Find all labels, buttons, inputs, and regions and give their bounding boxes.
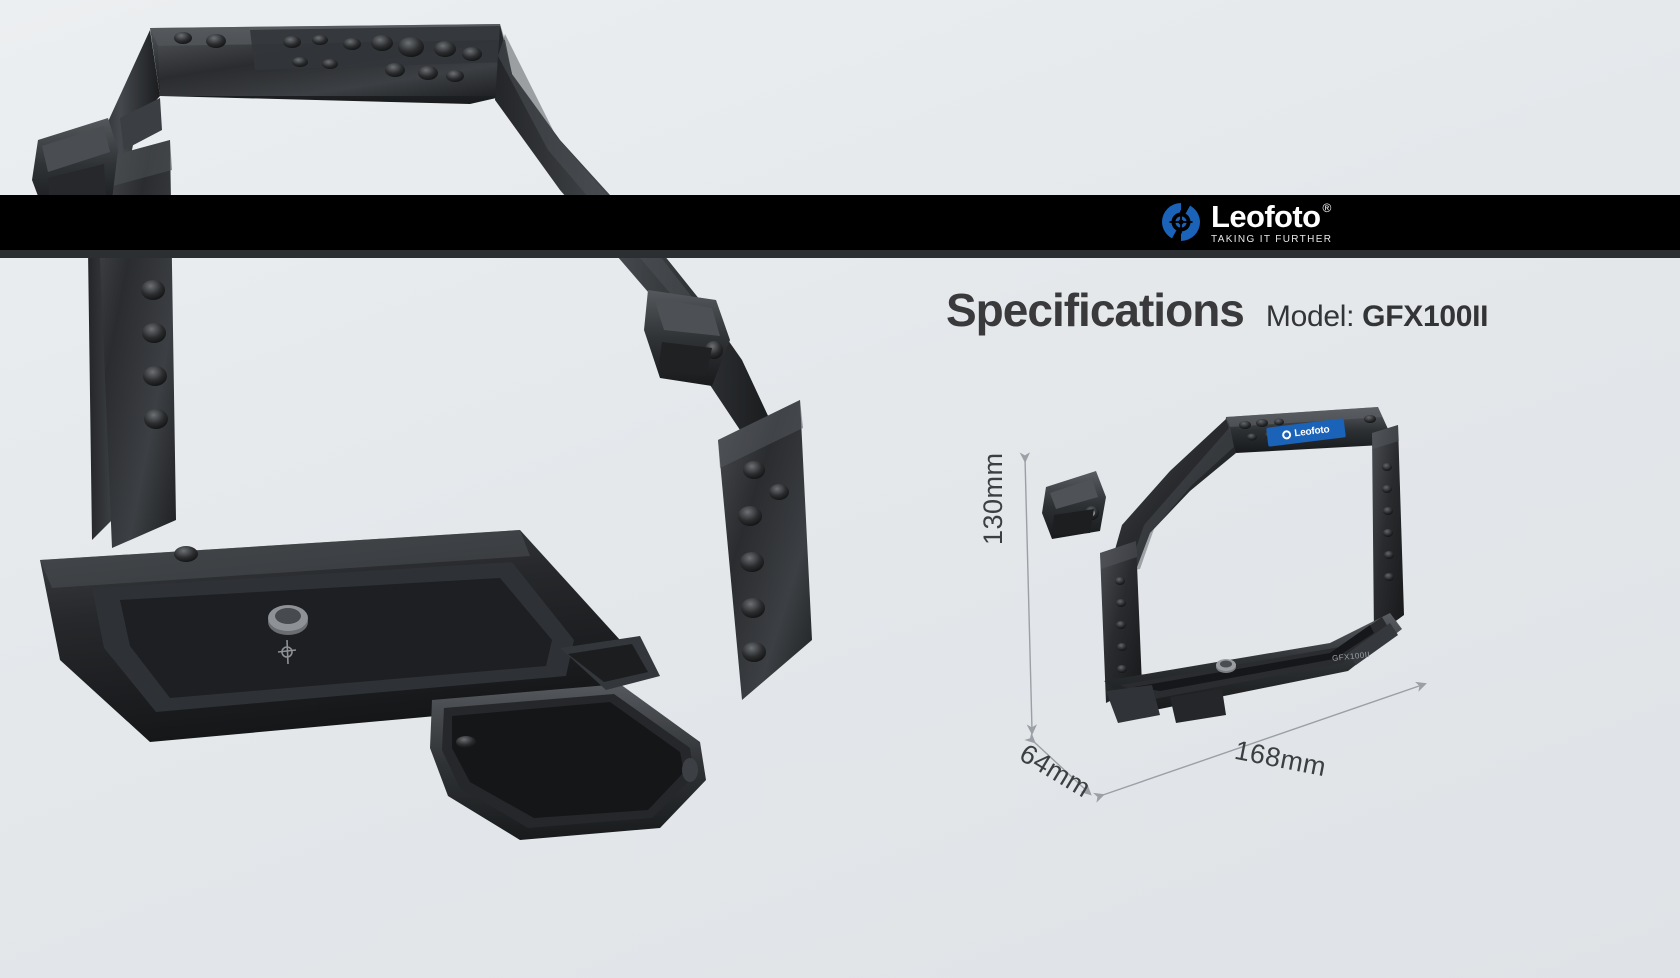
brand-band-shadow (0, 250, 1680, 258)
specifications-header: Specifications Model: GFX100II (946, 283, 1488, 337)
badge-text: Leofoto (1293, 424, 1331, 440)
product-hero-image (32, 24, 812, 840)
model-value: GFX100II (1362, 300, 1489, 333)
product-dimension-render: Leofoto GFX100II (1030, 385, 1430, 745)
leofoto-logo: Leofoto ® TAKING IT FURTHER (1160, 197, 1332, 247)
model-label: Model: GFX100II (1265, 300, 1489, 334)
dimension-height-label: 130mm (978, 452, 1008, 545)
registered-trademark-symbol: ® (1322, 200, 1331, 215)
brand-tagline: TAKING IT FURTHER (1211, 233, 1333, 245)
badge-logomark-icon (1281, 429, 1293, 440)
page-title: Specifications (946, 284, 1245, 336)
dimension-depth-label: 64mm (1014, 738, 1097, 804)
model-label-text: Model: (1265, 300, 1355, 333)
brand-name: Leofoto (1211, 198, 1321, 234)
leofoto-logomark-icon (1160, 201, 1202, 243)
brand-band (0, 195, 1680, 250)
